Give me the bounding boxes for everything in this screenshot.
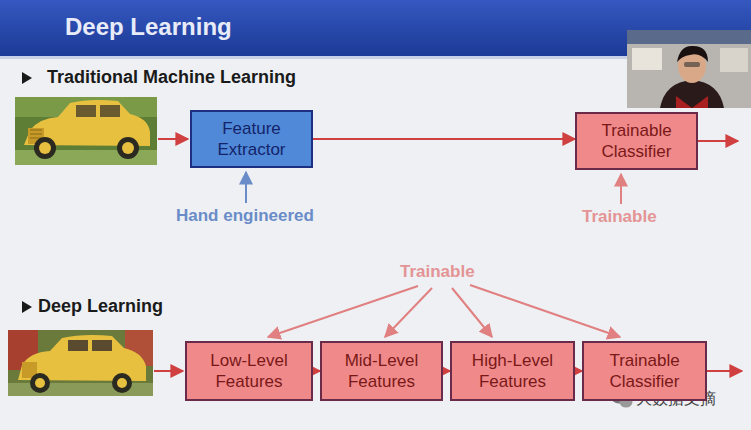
- input-arrow: [158, 138, 188, 140]
- annotation: Trainable: [582, 207, 657, 227]
- process-box: High-Level Features: [450, 341, 575, 401]
- bullet: [22, 301, 32, 313]
- flow-arrow: [443, 370, 450, 372]
- box-label: Trainable Classifier: [577, 120, 696, 163]
- process-box: Trainable Classifier: [575, 112, 698, 170]
- leader-arrow: [385, 288, 432, 337]
- flow-arrow: [313, 138, 575, 140]
- process-box: Mid-Level Features: [320, 341, 443, 401]
- section-heading: Deep Learning: [38, 296, 163, 317]
- section-heading: Traditional Machine Learning: [47, 67, 296, 88]
- flow-arrow: [313, 370, 320, 372]
- flow-arrow: [575, 370, 582, 372]
- box-label: High-Level Features: [452, 350, 573, 393]
- leader-arrow: [268, 286, 418, 337]
- annotation: Hand engineered: [176, 206, 314, 226]
- box-label: Low-Level Features: [187, 350, 311, 393]
- process-box: Trainable Classifier: [582, 341, 707, 401]
- box-label: Mid-Level Features: [322, 350, 441, 393]
- leader-arrow: [470, 285, 620, 337]
- slide-title: Deep Learning: [65, 13, 232, 41]
- box-label: Trainable Classifier: [584, 350, 705, 393]
- process-box: Low-Level Features: [185, 341, 313, 401]
- leader-arrow: [620, 174, 622, 204]
- annotation: Trainable: [400, 262, 475, 282]
- process-box: Feature Extractor: [190, 110, 313, 168]
- box-label: Feature Extractor: [192, 118, 311, 161]
- bullet: [22, 72, 32, 84]
- car-photo: [15, 97, 157, 165]
- webcam-inset: [627, 30, 751, 108]
- leader-arrow: [245, 172, 247, 203]
- leader-arrow: [452, 288, 492, 337]
- car-photo: [8, 330, 153, 396]
- input-arrow: [154, 370, 183, 372]
